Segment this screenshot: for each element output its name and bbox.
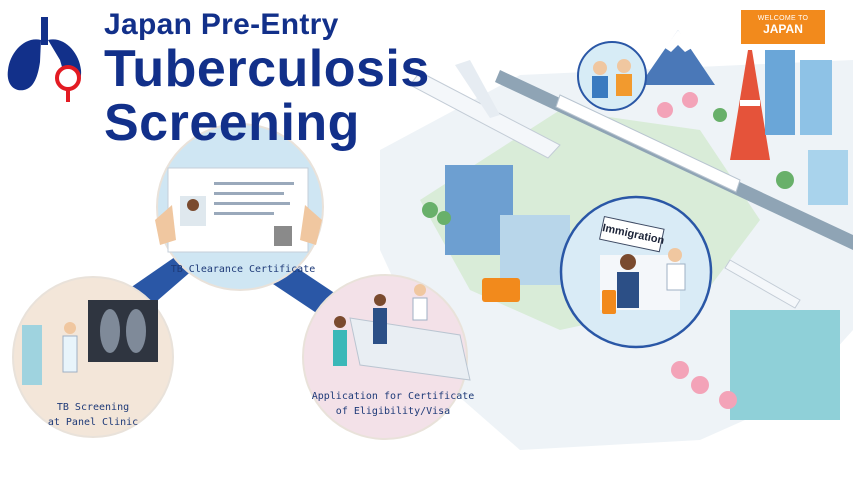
- welcome-badge-small: WELCOME TO: [757, 15, 809, 22]
- certificate-text-line: [214, 192, 284, 195]
- step-screening-line-2: at Panel Clinic: [47, 417, 139, 428]
- tree: [713, 108, 727, 122]
- airplane-1-wing: [455, 60, 500, 118]
- step-screening-label: TB Screening at Panel Clinic: [28, 400, 158, 430]
- bus: [482, 278, 520, 302]
- tree: [776, 171, 794, 189]
- hand-left: [155, 205, 176, 245]
- xray-lung-right: [126, 309, 146, 353]
- welcome-badge-main: JAPAN: [763, 22, 803, 36]
- step-certificate-label: TB Clearance Certificate: [170, 264, 316, 275]
- step-screening-line-1: TB Screening: [56, 402, 130, 413]
- applicant-1-body: [333, 330, 347, 366]
- headline: Japan Pre-Entry Tuberculosis Screening: [104, 8, 430, 150]
- passenger-1: [593, 61, 607, 75]
- building-1: [765, 50, 795, 135]
- welcome-badge: WELCOME TO JAPAN: [741, 10, 825, 44]
- xray-lung-left: [100, 309, 120, 353]
- tower-deck: [740, 100, 760, 106]
- airport-terminal: [500, 215, 570, 285]
- xray-machine: [22, 325, 42, 385]
- cherry-tree: [691, 376, 709, 394]
- certificate-photo-face: [187, 199, 199, 211]
- suitcase: [602, 290, 616, 314]
- station-building: [730, 310, 840, 420]
- lungs-magnifier-icon: [7, 17, 82, 102]
- step-application-line-1: Application for Certificate: [311, 391, 475, 402]
- certificate-stamp: [274, 226, 292, 246]
- cherry-tree: [671, 361, 689, 379]
- cherry-tree: [657, 102, 673, 118]
- building-3: [808, 150, 848, 205]
- clerk-body: [412, 297, 428, 321]
- headline-line-3: Screening: [104, 94, 360, 152]
- mount-fuji-snow: [665, 30, 692, 52]
- certificate-text-line: [214, 182, 294, 185]
- applicant-2-head: [374, 294, 386, 306]
- certificate-text-line: [214, 202, 290, 205]
- applicant-1-head: [334, 316, 346, 328]
- certificate-text-line: [214, 212, 274, 215]
- officer-body: [666, 263, 686, 291]
- step-application-line-2: of Eligibility/Visa: [335, 406, 451, 417]
- officer-head: [668, 248, 682, 262]
- building-2: [800, 60, 832, 135]
- clerk-head: [414, 284, 426, 296]
- cherry-tree: [682, 92, 698, 108]
- mount-fuji: [640, 30, 715, 85]
- xray-screen: [88, 300, 158, 362]
- bullet-train: [555, 94, 741, 193]
- traveler-body: [617, 272, 639, 308]
- doctor-head: [64, 322, 76, 334]
- airplane-1: [409, 71, 561, 159]
- passenger-2-body: [616, 74, 632, 96]
- headline-line-1: Japan Pre-Entry: [104, 8, 339, 41]
- tree: [437, 211, 451, 225]
- cherry-tree: [719, 391, 737, 409]
- passenger-2: [617, 59, 631, 73]
- tree: [422, 202, 438, 218]
- applicant-2-body: [373, 308, 387, 344]
- step-application-label: Application for Certificate of Eligibili…: [307, 389, 479, 419]
- traveler-head: [620, 254, 636, 270]
- headline-line-2: Tuberculosis: [104, 40, 430, 98]
- passenger-1-body: [592, 76, 608, 98]
- hand-right: [300, 205, 322, 245]
- doctor-body: [62, 335, 78, 373]
- circle-flight: [577, 41, 647, 111]
- airplane-2: [724, 259, 801, 309]
